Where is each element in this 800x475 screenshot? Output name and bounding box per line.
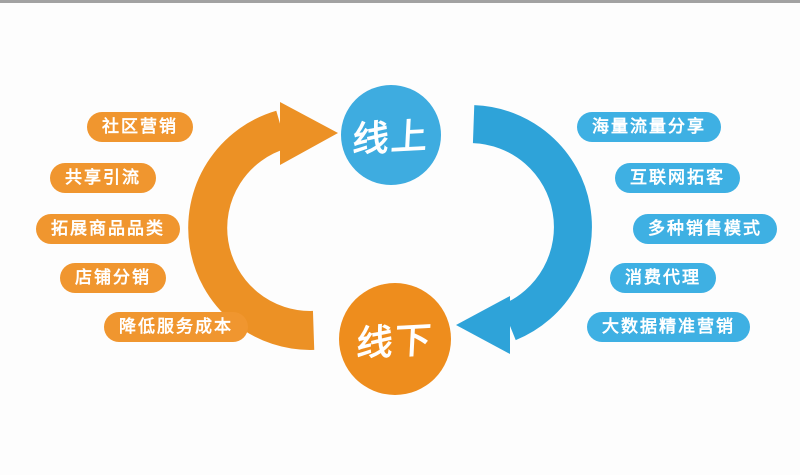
pill-shared-traffic: 共享引流 bbox=[50, 163, 156, 193]
pill-massive-traffic-sharing: 海量流量分享 bbox=[577, 112, 721, 142]
online-node-label: 线上 bbox=[351, 115, 431, 160]
pill-consumption-agency: 消费代理 bbox=[610, 263, 716, 293]
orange-arrowhead-icon bbox=[280, 102, 338, 165]
blue-arrowhead-icon bbox=[456, 296, 510, 354]
orange-arc bbox=[188, 110, 315, 350]
blue-arc bbox=[472, 105, 592, 341]
offline-node: 线下 bbox=[339, 283, 451, 395]
pill-reduce-service-costs: 降低服务成本 bbox=[104, 312, 248, 342]
offline-node-label: 线下 bbox=[355, 319, 435, 364]
pill-big-data-precision-marketing: 大数据精准营销 bbox=[587, 312, 750, 342]
online-node: 线上 bbox=[341, 85, 441, 185]
pill-store-distribution: 店铺分销 bbox=[60, 263, 166, 293]
pill-internet-customer-acquisition: 互联网拓客 bbox=[615, 163, 740, 193]
pill-community-marketing: 社区营销 bbox=[87, 112, 193, 142]
pill-multiple-sales-models: 多种销售模式 bbox=[633, 214, 777, 244]
top-border-line bbox=[0, 0, 800, 3]
pill-expand-product-categories: 拓展商品品类 bbox=[36, 214, 180, 244]
